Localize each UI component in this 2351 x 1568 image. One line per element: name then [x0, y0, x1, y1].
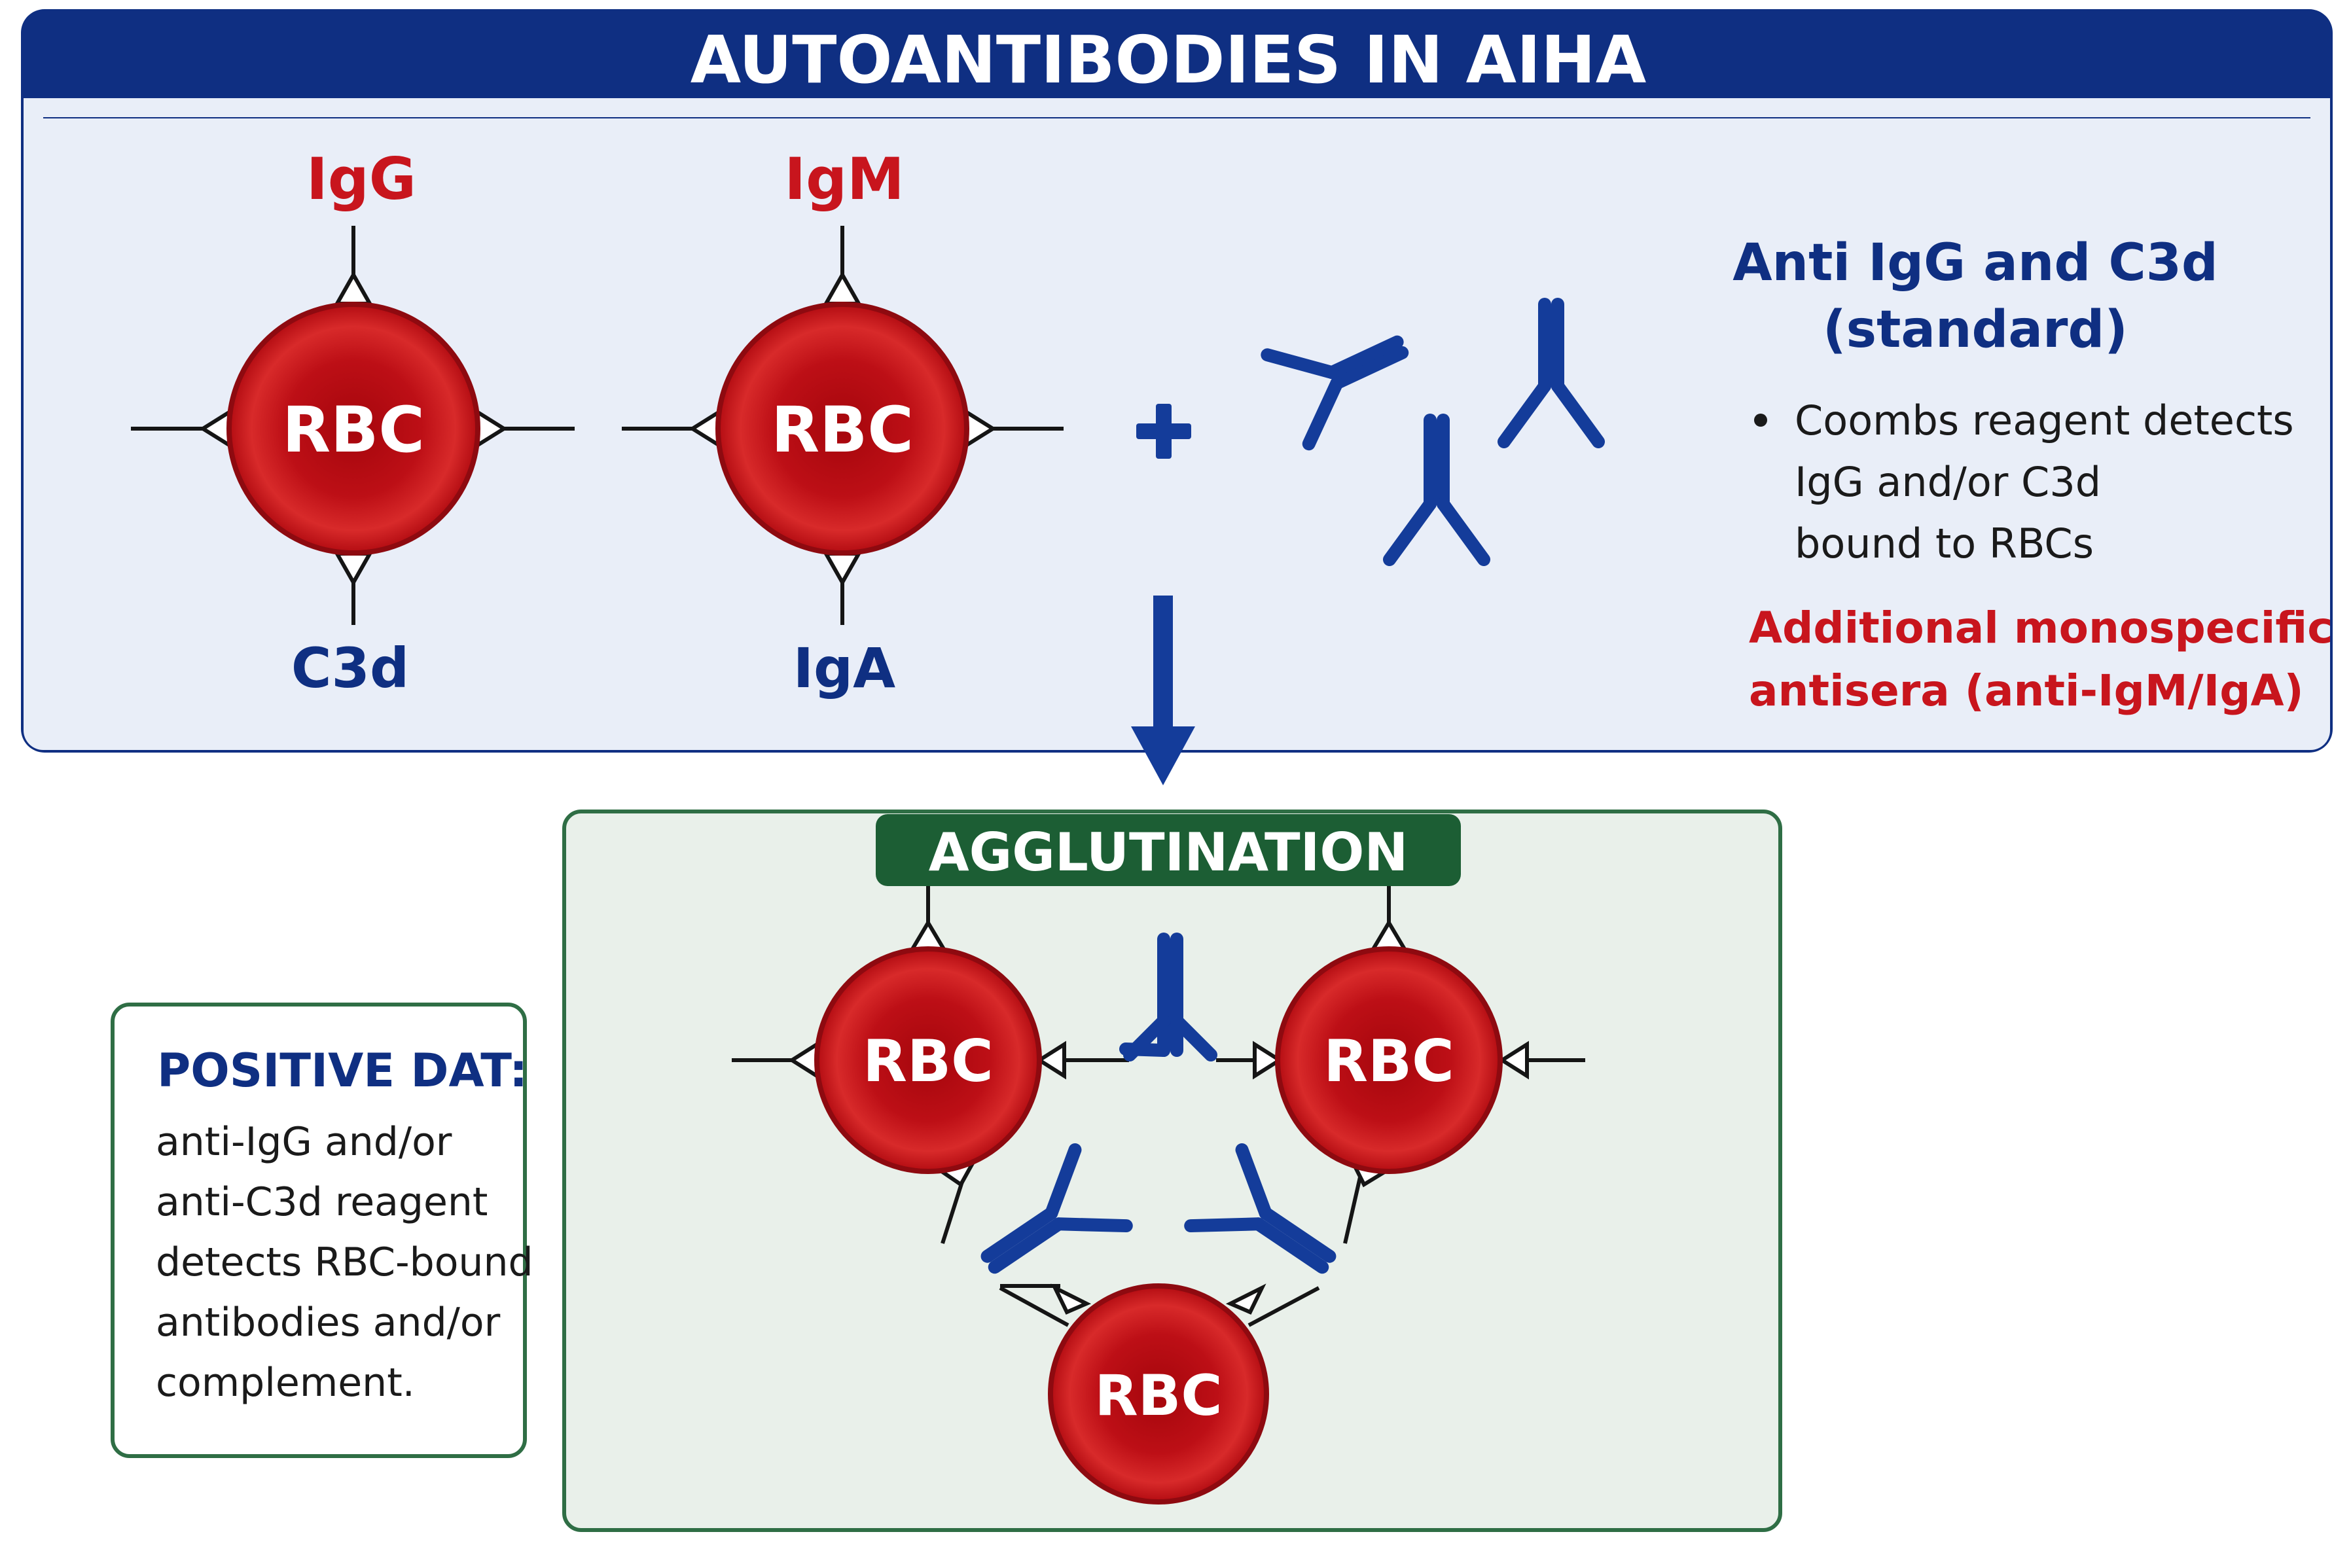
rbc-label: RBC	[1095, 1363, 1223, 1429]
iga-label: IgA	[793, 636, 895, 700]
rbc-label: RBC	[282, 393, 425, 467]
agglutination-title: AGGLUTINATION	[929, 822, 1409, 883]
rbc-icon	[1275, 946, 1503, 1174]
reagent-bullet-line3: bound to RBCs	[1795, 520, 2094, 567]
igg-label: IgG	[306, 145, 416, 213]
reagent-title-line1: Anti IgG and C3d	[1732, 234, 2218, 293]
rbc-label: RBC	[771, 393, 914, 467]
reagent-note-line2: antisera (anti-IgM/IgA)	[1749, 666, 2304, 716]
arrow-down-icon	[1131, 596, 1195, 785]
antibody-icon	[1498, 298, 1605, 448]
reagent-bullet-line2: IgG and/or C3d	[1795, 458, 2101, 506]
antibody-icon	[1184, 1143, 1337, 1274]
igm-label: IgM	[784, 145, 904, 213]
positive-dat-line: complement.	[156, 1360, 415, 1406]
rbc-icon	[1048, 1283, 1269, 1505]
positive-dat-line: antibodies and/or	[156, 1300, 501, 1345]
rbc-label: RBC	[1323, 1027, 1454, 1095]
positive-dat-line: anti-C3d reagent	[156, 1179, 488, 1225]
positive-dat-line: anti-IgG and/or	[156, 1119, 452, 1165]
antibody-icon	[980, 1143, 1133, 1274]
reagent-bullet-line1: Coombs reagent detects	[1795, 397, 2294, 444]
antibody-icon	[1261, 335, 1409, 451]
reagent-title-line2: (standard)	[1823, 300, 2128, 359]
bullet-icon	[1754, 414, 1767, 427]
rbc-icon	[226, 302, 480, 556]
rbc-icon	[814, 946, 1042, 1174]
reagent-note-line1: Additional monospecific	[1749, 603, 2333, 653]
antibody-icon	[1123, 939, 1217, 1061]
positive-dat-box	[111, 1003, 527, 1458]
epitope-connectors	[732, 886, 1585, 1327]
page-title: AUTOANTIBODIES IN AIHA	[691, 22, 1647, 98]
c3d-label: C3d	[291, 636, 409, 700]
positive-dat-line: detects RBC-bound	[156, 1239, 533, 1285]
plus-icon	[1136, 404, 1191, 459]
rbc-label: RBC	[863, 1027, 993, 1095]
antibody-icon	[1383, 414, 1490, 566]
rbc-cell-igm-iga: RBC IgM IgA	[622, 145, 1064, 700]
rbc-cell-igg-c3d: RBC IgG C3d	[131, 145, 575, 700]
rbc-icon	[715, 302, 969, 556]
positive-dat-title: POSITIVE DAT:	[157, 1044, 528, 1097]
